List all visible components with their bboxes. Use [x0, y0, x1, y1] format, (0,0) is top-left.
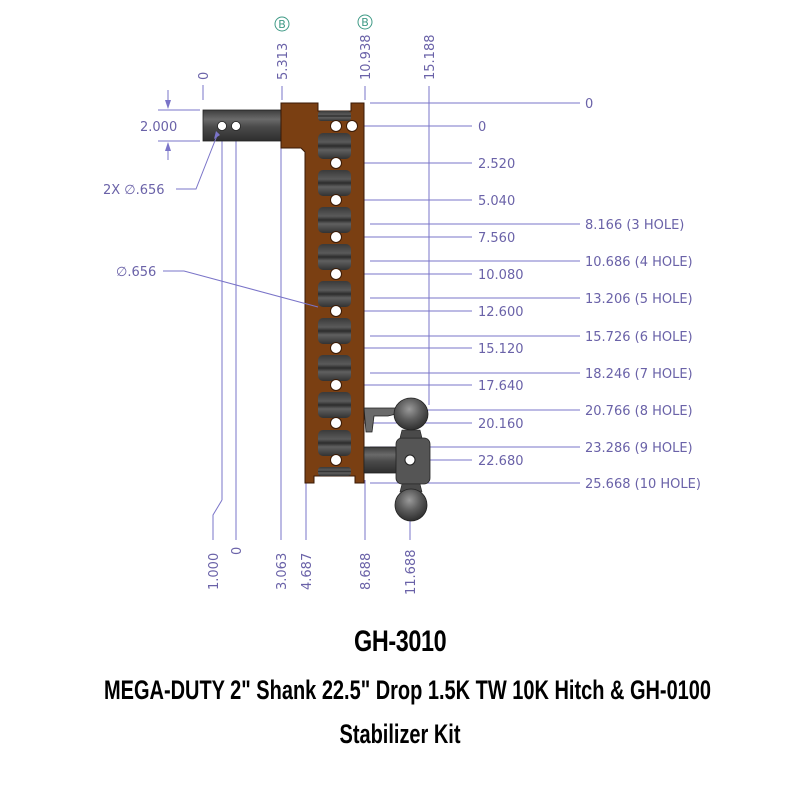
svg-text:10.686 (4 HOLE): 10.686 (4 HOLE)	[585, 255, 693, 270]
svg-text:∅.656: ∅.656	[116, 265, 156, 280]
svg-text:7.560: 7.560	[478, 231, 515, 246]
svg-text:0: 0	[230, 547, 245, 555]
hole-diameter-callout: ∅.656	[116, 265, 319, 308]
top-dimension-0: 0	[197, 72, 212, 100]
svg-text:0: 0	[478, 120, 486, 135]
svg-text:3.063: 3.063	[275, 553, 290, 590]
svg-text:11.688: 11.688	[404, 550, 419, 596]
shank-height-dimension: 2.000	[140, 90, 200, 160]
svg-text:5.040: 5.040	[478, 194, 515, 209]
hitch-slots	[318, 111, 351, 476]
svg-text:23.286 (9 HOLE): 23.286 (9 HOLE)	[585, 441, 693, 456]
svg-text:15.726 (6 HOLE): 15.726 (6 HOLE)	[585, 330, 693, 345]
hole-dimension-labels: 0 2.520 5.040 7.560 10.080 12.600 15.120…	[478, 120, 524, 469]
product-description-line1: MEGA-DUTY 2" Shank 22.5" Drop 1.5K TW 10…	[104, 675, 712, 705]
svg-text:15.120: 15.120	[478, 342, 524, 357]
caption-block: GH-3010 MEGA-DUTY 2" Shank 22.5" Drop 1.…	[0, 620, 800, 754]
svg-text:0: 0	[585, 97, 593, 112]
product-model: GH-3010	[353, 625, 447, 658]
product-description-line2: Stabilizer Kit	[339, 719, 461, 749]
hitch-holes	[330, 120, 358, 466]
svg-text:22.680: 22.680	[478, 454, 524, 469]
top-dimension-15188: 15.188	[423, 35, 438, 405]
hitch-technical-drawing: B B 0 5.313 10.938 15.188 2.000	[103, 14, 701, 595]
top-dimension-5313: 5.313	[276, 43, 291, 100]
svg-text:10.080: 10.080	[478, 268, 524, 283]
svg-text:2X ∅.656: 2X ∅.656	[103, 183, 165, 198]
lower-hitch-ball	[394, 488, 428, 522]
ball-mount	[363, 407, 431, 493]
svg-text:0: 0	[197, 72, 212, 80]
shank-holes-callout: 2X ∅.656	[103, 131, 220, 198]
svg-text:2.000: 2.000	[140, 120, 177, 135]
svg-text:1.000: 1.000	[207, 553, 222, 590]
svg-text:15.188: 15.188	[423, 35, 438, 81]
bottom-dimension-labels: 1.000 0 3.063 4.687 8.688 11.688	[207, 547, 419, 595]
svg-text:8.688: 8.688	[359, 553, 374, 590]
drop-dimension-lines	[370, 102, 580, 484]
pin-hole	[404, 454, 416, 466]
datum-symbol-b-left: B	[274, 16, 290, 32]
bottom-extension-lines	[212, 130, 411, 540]
svg-text:B: B	[361, 16, 369, 29]
top-dimension-10938: 10.938	[359, 35, 374, 100]
svg-text:2.520: 2.520	[478, 157, 515, 172]
datum-symbol-b-right: B	[357, 14, 373, 30]
svg-text:5.313: 5.313	[276, 43, 291, 80]
svg-text:25.668 (10 HOLE): 25.668 (10 HOLE)	[585, 477, 701, 492]
svg-text:20.766 (8 HOLE): 20.766 (8 HOLE)	[585, 404, 693, 419]
shank-hole-2	[231, 121, 241, 131]
svg-text:17.640: 17.640	[478, 379, 524, 394]
svg-text:18.246 (7 HOLE): 18.246 (7 HOLE)	[585, 367, 693, 382]
upper-hitch-ball	[393, 397, 429, 431]
svg-text:20.160: 20.160	[478, 417, 524, 432]
svg-text:13.206 (5 HOLE): 13.206 (5 HOLE)	[585, 292, 693, 307]
svg-text:B: B	[278, 18, 286, 31]
svg-text:12.600: 12.600	[478, 305, 524, 320]
svg-text:10.938: 10.938	[359, 35, 374, 81]
shank-hole-1	[217, 121, 227, 131]
svg-text:4.687: 4.687	[300, 553, 315, 590]
svg-text:8.166 (3 HOLE): 8.166 (3 HOLE)	[585, 218, 684, 233]
drop-dimension-labels: 0 8.166 (3 HOLE) 10.686 (4 HOLE) 13.206 …	[585, 97, 701, 492]
